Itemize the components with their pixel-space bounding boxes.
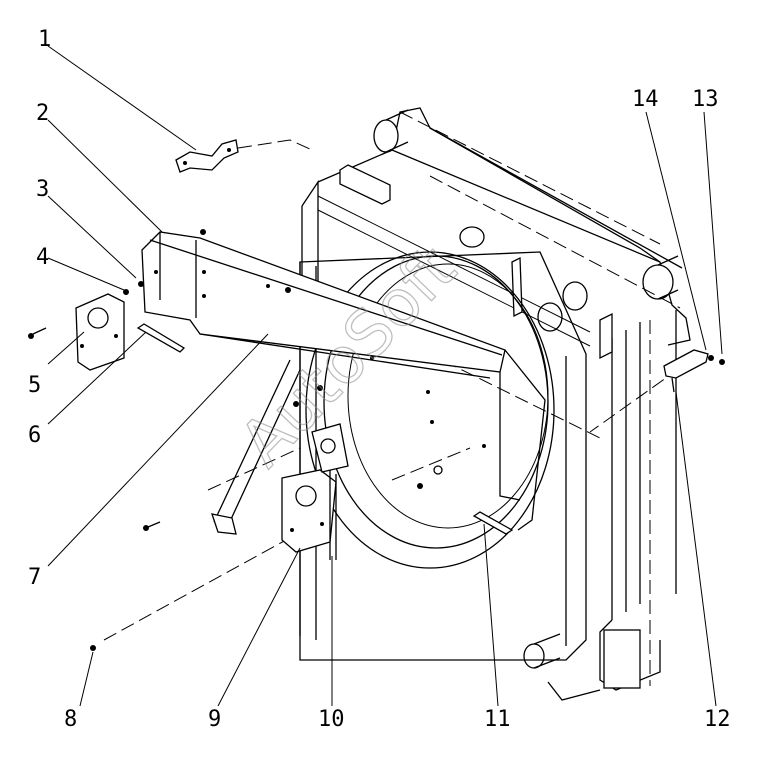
part-12-side-bracket [663,349,709,393]
callout-labels: 1 2 3 4 5 6 7 8 9 10 11 12 13 14 [28,27,731,732]
part-10-bracket [311,423,349,560]
part-7-cross-member [141,231,546,531]
callout-10: 10 [318,707,345,732]
part-1-bracket [175,139,239,173]
callout-11: 11 [484,707,511,732]
part-6-strip [136,323,186,353]
callout-13: 13 [692,87,719,112]
fasteners [28,229,725,651]
part-9-lower-bracket [281,469,337,553]
part-11-strip [472,511,514,535]
leader-lines [47,45,723,707]
callout-1: 1 [38,27,51,52]
callout-3: 3 [36,177,49,202]
fan-shroud [299,251,587,661]
callout-12: 12 [704,707,731,732]
callout-7: 7 [28,565,41,590]
callout-6: 6 [28,423,41,448]
hidden-lines [103,111,681,686]
part-5-mount-plate [75,293,125,371]
support-strut [211,359,301,535]
callout-9: 9 [208,707,221,732]
callout-2: 2 [36,101,49,126]
radiator-assembly [301,107,691,701]
callout-14: 14 [632,87,659,112]
callout-4: 4 [36,245,49,270]
callout-5: 5 [28,373,41,398]
callout-8: 8 [64,707,77,732]
